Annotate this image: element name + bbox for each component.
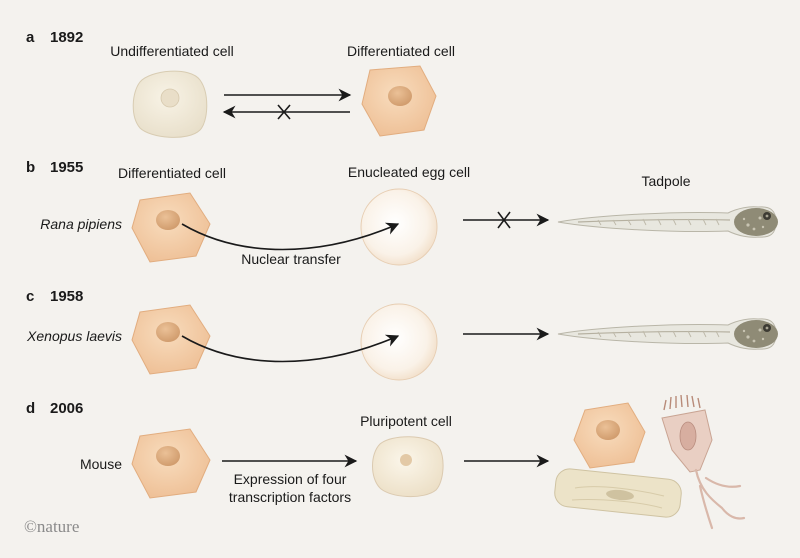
- differentiated-cell-b: [131, 192, 211, 263]
- enucleated-egg-label: Enucleated egg cell: [348, 164, 470, 180]
- nuclear-transfer-arrow-b: [181, 222, 400, 251]
- species-xenopus-laevis: Xenopus laevis: [26, 328, 122, 344]
- panel-b-year: 1955: [50, 159, 83, 176]
- enucleated-egg-cell-c: [360, 303, 438, 381]
- pluripotent-cell: [372, 436, 444, 497]
- panel-a-year: 1892: [50, 29, 83, 46]
- panel-d-letter: d: [26, 400, 35, 417]
- tadpole-label: Tadpole: [641, 173, 690, 189]
- cross-icon: [277, 104, 291, 120]
- sensory-cell: [661, 394, 746, 530]
- process-label-line1: Expression of four: [234, 471, 347, 487]
- differentiated-cell-label-a: Differentiated cell: [347, 43, 455, 59]
- nature-credit: ©nature: [24, 517, 79, 536]
- species-rana-pipiens: Rana pipiens: [40, 216, 122, 232]
- differentiated-cell-label-b: Differentiated cell: [118, 165, 226, 181]
- species-mouse: Mouse: [80, 456, 122, 472]
- panel-c-letter: c: [26, 288, 34, 305]
- panel-a-letter: a: [26, 29, 35, 46]
- differentiated-cell-a: [361, 65, 437, 137]
- epithelial-cell: [573, 402, 646, 469]
- panel-d-year: 2006: [50, 400, 83, 417]
- cross-icon: [497, 211, 511, 229]
- differentiated-cell-types: [554, 394, 746, 530]
- muscle-cell: [554, 468, 682, 518]
- undifferentiated-cell-label: Undifferentiated cell: [110, 43, 233, 59]
- differentiated-cell-c: [131, 304, 211, 375]
- tadpole-b: [557, 206, 779, 238]
- enucleated-egg-cell-b: [360, 188, 438, 266]
- differentiated-cell-d: [131, 428, 211, 499]
- nuclear-transfer-arrow-c: [181, 334, 400, 363]
- panel-c-year: 1958: [50, 288, 83, 305]
- tadpole-c: [557, 318, 779, 350]
- process-label-line2: transcription factors: [229, 489, 351, 505]
- undifferentiated-cell: [132, 70, 208, 138]
- nuclear-transfer-label: Nuclear transfer: [241, 251, 341, 267]
- pluripotent-cell-label: Pluripotent cell: [360, 413, 452, 429]
- panel-b-letter: b: [26, 159, 35, 176]
